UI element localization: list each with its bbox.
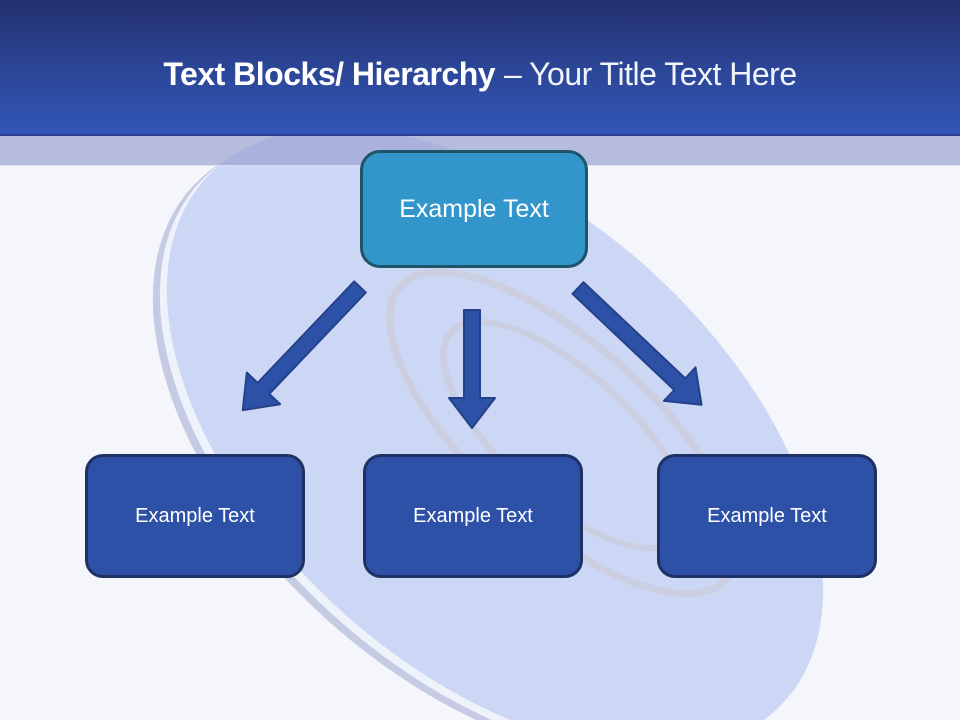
root-text-block-label: Example Text	[399, 194, 549, 223]
slide-title: Text Blocks/ Hierarchy– Your Title Text …	[163, 55, 797, 93]
child-text-block-2-label: Example Text	[413, 504, 533, 527]
root-text-block: Example Text	[360, 150, 588, 268]
slide-title-regular: – Your Title Text Here	[504, 55, 797, 92]
child-text-block-2: Example Text	[363, 454, 583, 578]
child-text-block-1-label: Example Text	[135, 504, 255, 527]
child-text-block-3-label: Example Text	[707, 504, 827, 527]
child-text-block-3: Example Text	[657, 454, 877, 578]
slide-title-bold: Text Blocks/ Hierarchy	[163, 55, 496, 92]
child-text-block-1: Example Text	[85, 454, 305, 578]
title-bar: Text Blocks/ Hierarchy– Your Title Text …	[0, 0, 960, 136]
